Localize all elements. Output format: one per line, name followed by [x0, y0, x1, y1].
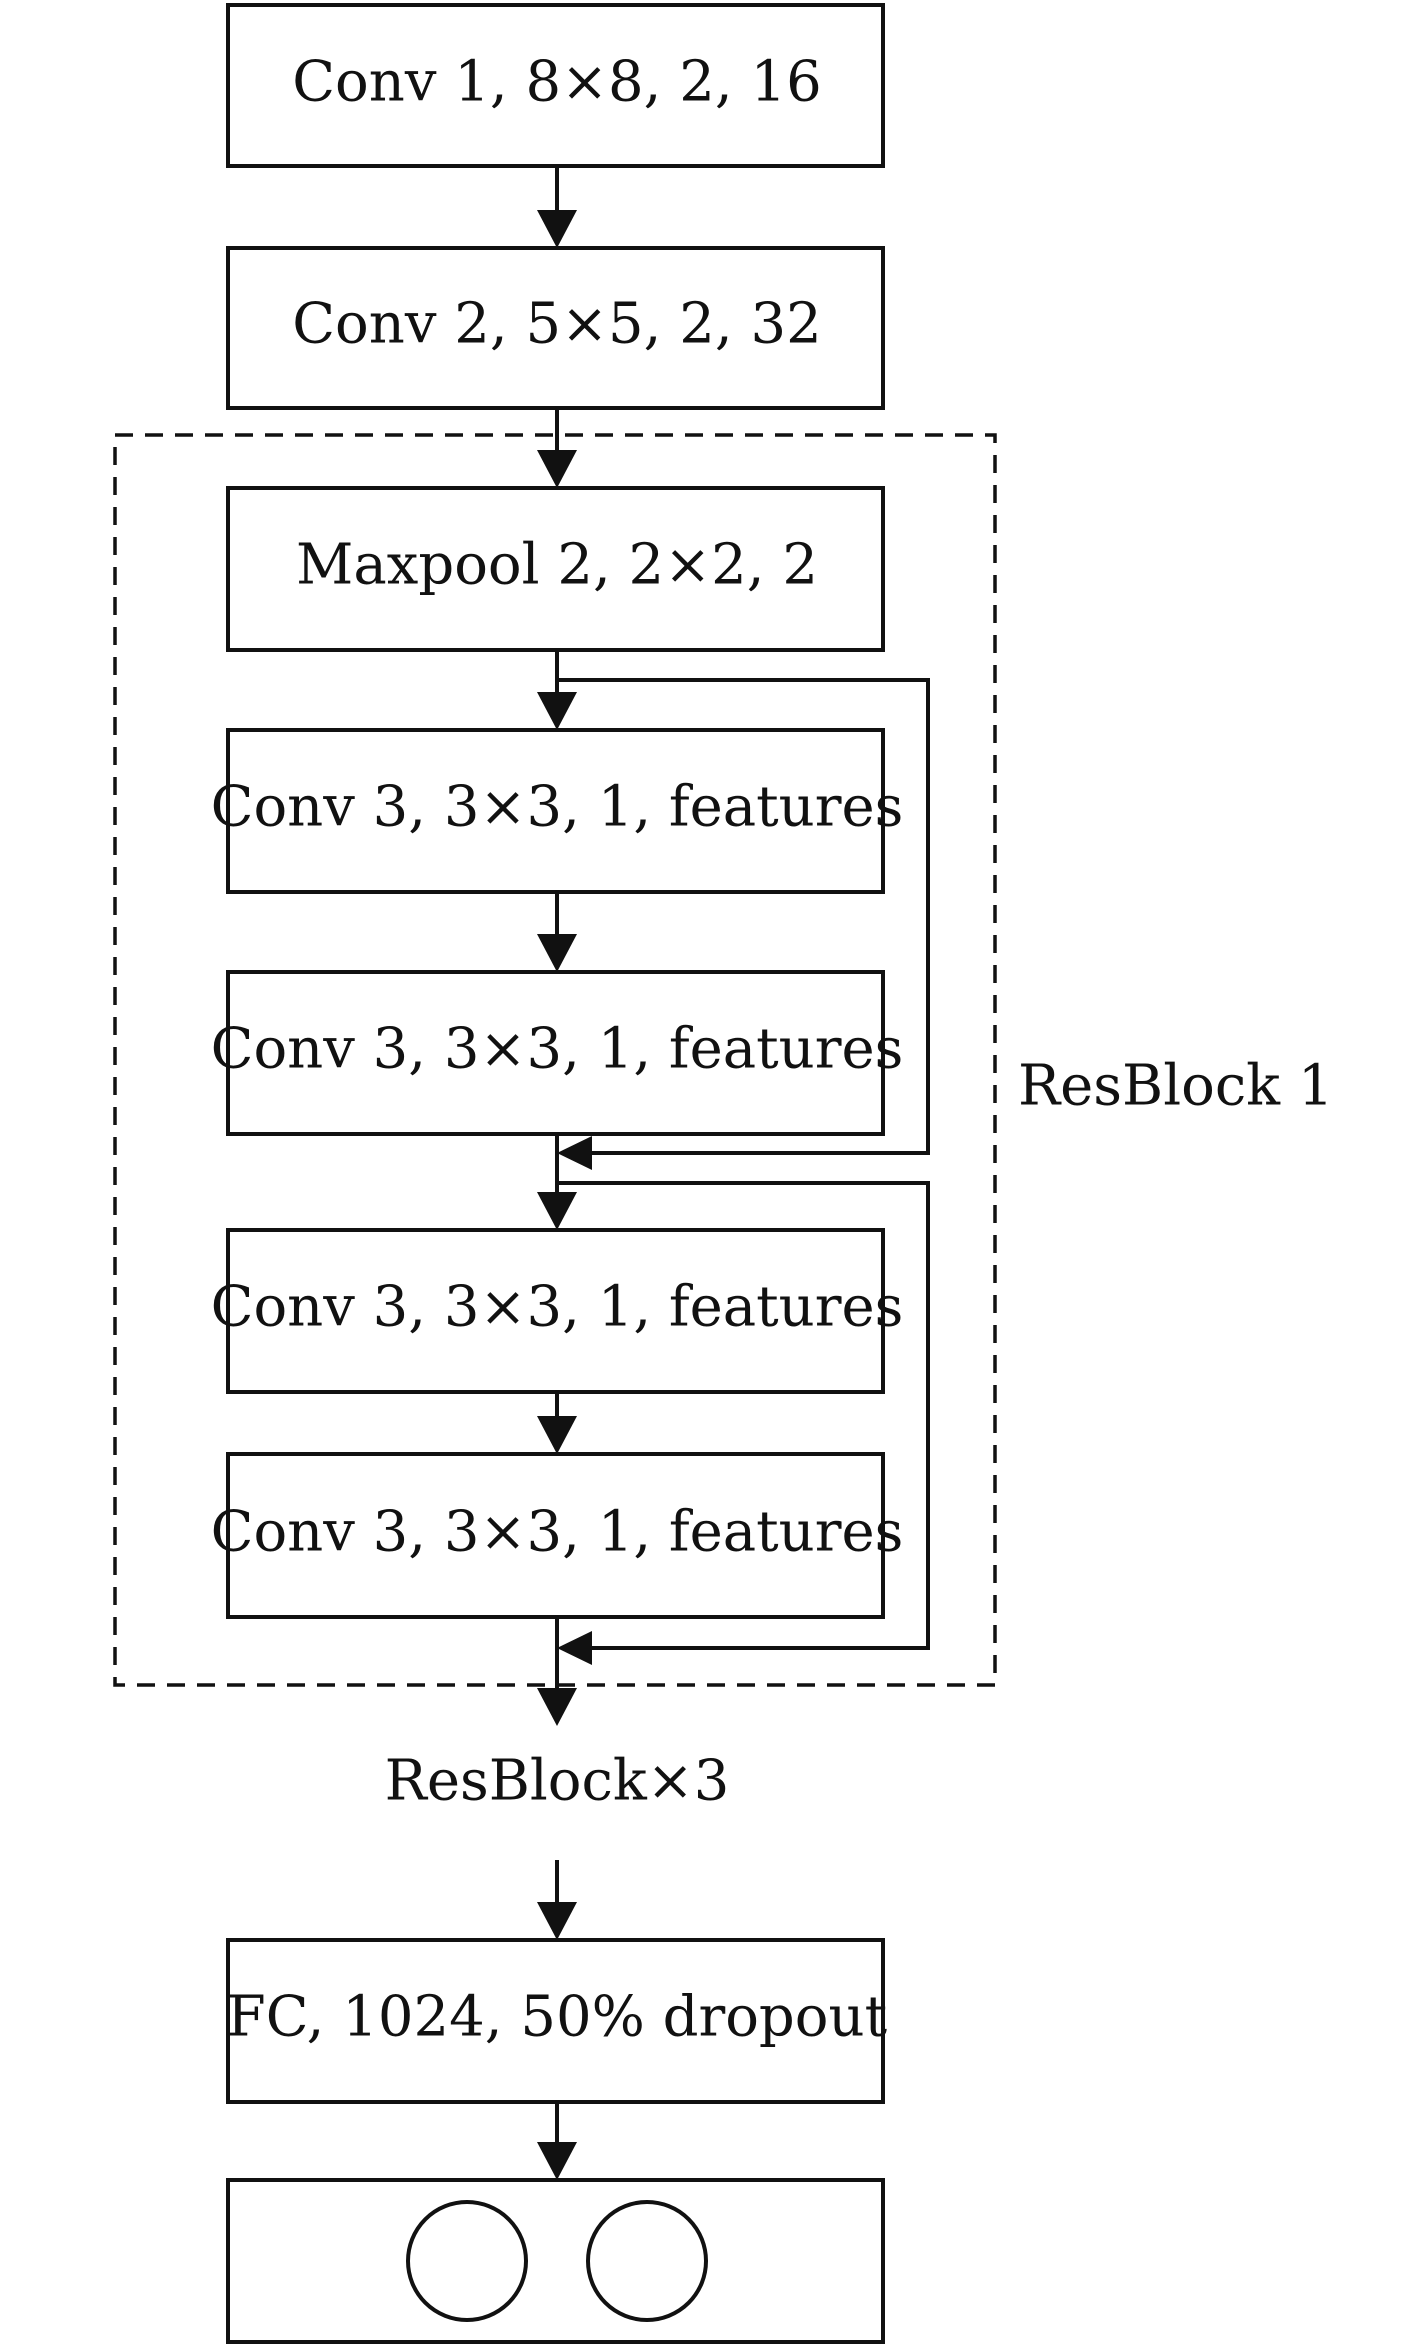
layer-conv1-label: Conv 1, 8×8, 2, 16 [292, 50, 822, 115]
layer-fc: FC, 1024, 50% dropout [226, 1938, 888, 2104]
skip-connection-2 [557, 1181, 930, 1650]
layer-conv3d: Conv 3, 3×3, 1, features [211, 1452, 904, 1619]
layer-conv3b: Conv 3, 3×3, 1, features [211, 970, 904, 1136]
skip-connection-1 [557, 678, 930, 1155]
flow-arrow-2 [537, 408, 577, 488]
output-neurons [406, 2200, 708, 2322]
output-neuron-2 [586, 2200, 708, 2322]
layer-conv3b-label: Conv 3, 3×3, 1, features [211, 1017, 904, 1082]
layer-conv3a-label: Conv 3, 3×3, 1, features [211, 775, 904, 840]
skip-connection-1-arrowhead [557, 1136, 592, 1170]
resblock-container [113, 433, 997, 1687]
flow-arrow-9 [537, 2102, 577, 2180]
layer-output [226, 2178, 885, 2344]
layer-maxpool: Maxpool 2, 2×2, 2 [226, 486, 885, 652]
layer-maxpool-label: Maxpool 2, 2×2, 2 [296, 533, 818, 598]
flow-arrow-8 [537, 1860, 577, 1940]
layer-conv1: Conv 1, 8×8, 2, 16 [226, 3, 885, 168]
output-neuron-1 [406, 2200, 528, 2322]
flow-arrow-1 [537, 166, 577, 248]
resblock-repeat-label: ResBlock×3 [385, 1749, 730, 1814]
flow-arrow-4 [537, 892, 577, 972]
resblock-label: ResBlock 1 [1018, 1054, 1334, 1119]
layer-conv3a: Conv 3, 3×3, 1, features [211, 728, 904, 894]
layer-conv3c-label: Conv 3, 3×3, 1, features [211, 1275, 904, 1340]
flow-arrow-5 [537, 1134, 577, 1230]
flow-arrow-7 [537, 1617, 577, 1726]
layer-conv3c: Conv 3, 3×3, 1, features [211, 1228, 904, 1394]
layer-fc-label: FC, 1024, 50% dropout [227, 1985, 888, 2050]
skip-connection-2-arrowhead [557, 1631, 592, 1665]
layer-conv2: Conv 2, 5×5, 2, 32 [226, 246, 885, 410]
flow-arrow-3 [537, 650, 577, 730]
layer-conv2-label: Conv 2, 5×5, 2, 32 [292, 292, 822, 357]
layer-conv3d-label: Conv 3, 3×3, 1, features [211, 1500, 904, 1565]
flow-arrow-6 [537, 1392, 577, 1454]
